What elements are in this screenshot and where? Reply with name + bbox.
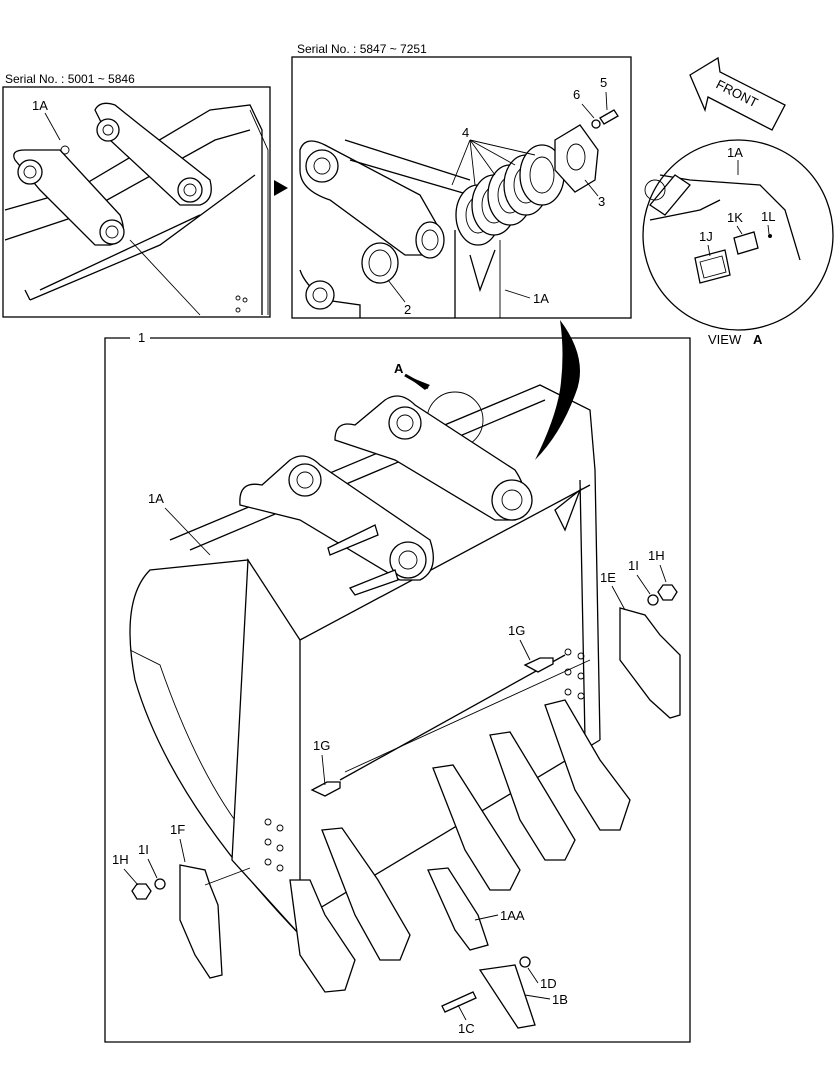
arrow-a-letter: A: [394, 361, 404, 376]
leader-main-1B: [524, 994, 551, 1000]
bucket-body-drawing: [129, 384, 681, 1029]
callout-right-3: 3: [598, 194, 605, 209]
leader-2: [387, 279, 406, 303]
leader-main-1C: [457, 1004, 467, 1021]
leader-5: [605, 91, 608, 111]
leader-1K: [736, 225, 743, 235]
front-arrow: FRONT: [689, 56, 786, 131]
callout-right-1A: 1A: [533, 291, 549, 306]
leader-3: [584, 179, 599, 197]
leader-4b: [469, 139, 476, 186]
callout-left-1A: 1A: [32, 98, 48, 113]
leader-4d: [469, 139, 516, 166]
callout-view-1J: 1J: [699, 229, 713, 244]
main-frame: [104, 337, 691, 1043]
view-letter: A: [753, 332, 763, 347]
view-a-circle: [642, 139, 834, 331]
callout-main-1G-left: 1G: [313, 738, 330, 753]
view-label: VIEW: [708, 332, 742, 347]
right-inset-link-drawing: [299, 109, 619, 318]
callout-main-1H-right: 1H: [648, 548, 665, 563]
leader-main-1H-left: [123, 868, 139, 886]
leader-main-1I-left: [147, 858, 158, 879]
leader-main-1E: [611, 585, 626, 611]
leader-4a: [451, 139, 471, 186]
callout-right-5: 5: [600, 75, 607, 90]
callout-view-1K: 1K: [727, 210, 743, 225]
callout-main-1C: 1C: [458, 1021, 475, 1036]
leader-main-1I-right: [636, 574, 651, 595]
leader-left-1A: [44, 112, 61, 141]
connector-curve: [535, 320, 580, 460]
callout-main-1H-left: 1H: [112, 852, 129, 867]
view-a-detail: 1A 1J 1K 1L VIEW A: [642, 139, 834, 347]
leader-right-1A: [504, 289, 531, 299]
callout-main-1I-right: 1I: [628, 558, 639, 573]
leader-main-1G-left: [321, 754, 326, 786]
serial-right-label: Serial No. : 5847 ~ 7251: [297, 42, 427, 56]
callout-right-4: 4: [462, 125, 469, 140]
leader-1J: [707, 244, 711, 257]
callout-view-1L: 1L: [761, 209, 775, 224]
leader-4e: [469, 139, 536, 156]
serial-left-label: Serial No. : 5001 ~ 5846: [5, 72, 135, 86]
callout-main-1D: 1D: [540, 976, 557, 991]
arrow-right-icon: [274, 180, 288, 196]
callout-main-1AA: 1AA: [500, 908, 525, 923]
callout-right-6: 6: [573, 87, 580, 102]
leader-main-1H-right: [659, 564, 667, 583]
left-inset: Serial No. : 5001 ~ 5846 1A: [2, 72, 271, 318]
callout-right-2: 2: [404, 302, 411, 317]
leader-main-1G-right: [519, 639, 531, 661]
leader-main-1AA: [474, 914, 499, 921]
callout-main-1G-right: 1G: [508, 623, 525, 638]
callout-main-1I-left: 1I: [138, 842, 149, 857]
leader-main-1F: [179, 838, 186, 863]
left-inset-frame: [2, 86, 271, 318]
leader-6: [581, 103, 595, 119]
callout-main-1A: 1A: [148, 491, 164, 506]
main-box-number: 1: [138, 330, 145, 345]
callout-main-1E: 1E: [600, 570, 616, 585]
main-assembly: 1 A: [104, 330, 691, 1043]
left-inset-bucket-drawing: [4, 102, 269, 316]
callout-main-1B: 1B: [552, 992, 568, 1007]
leader-main-1D: [527, 967, 539, 984]
callout-view-1A: 1A: [727, 145, 743, 160]
leader-4c: [469, 139, 496, 176]
leader-main-1A: [164, 507, 211, 556]
right-inset: Serial No. : 5847 ~ 7251: [291, 42, 632, 319]
right-inset-frame: [291, 56, 632, 319]
leader-1L: [767, 224, 770, 235]
callout-main-1F: 1F: [170, 822, 185, 837]
